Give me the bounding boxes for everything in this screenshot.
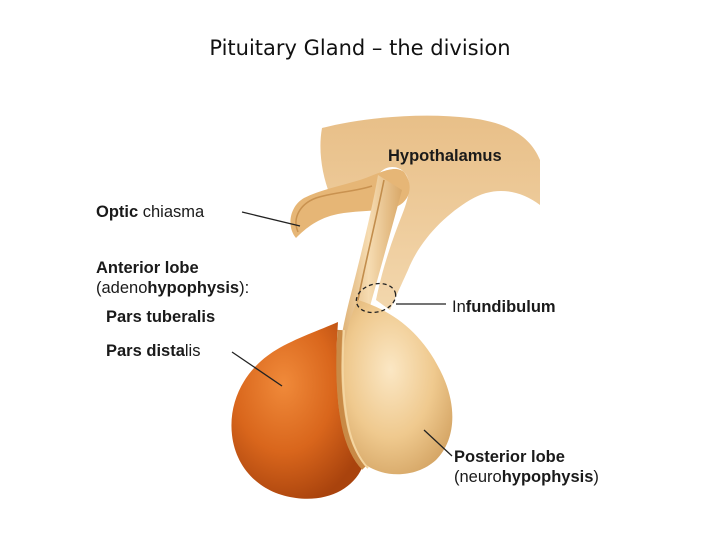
label-pars-tuberalis: Pars tuberalis — [106, 308, 216, 326]
posterior-lobe-shape — [339, 300, 453, 475]
optic-chiasma-leader — [241, 211, 301, 227]
label-hypothalamus: Hypothalamus — [388, 147, 502, 165]
label-optic-chiasma: Optic chiasma — [96, 203, 205, 221]
anterior-lobe-shape — [231, 322, 362, 499]
label-anterior-lobe: Anterior lobe (adenohypophysis): — [96, 259, 250, 297]
hypothalamus-shape — [320, 115, 540, 310]
label-pars-distalis: Pars distalis — [106, 342, 201, 360]
label-posterior-lobe: Posterior lobe (neurohypophysis) — [454, 448, 599, 486]
slide-title: Pituitary Gland – the division — [209, 36, 511, 60]
infundibulum-marker — [355, 282, 397, 314]
posterior-lobe-leader — [423, 429, 453, 457]
pars-distalis-leader — [231, 351, 283, 387]
label-infundibulum: Infundibulum — [452, 298, 556, 316]
